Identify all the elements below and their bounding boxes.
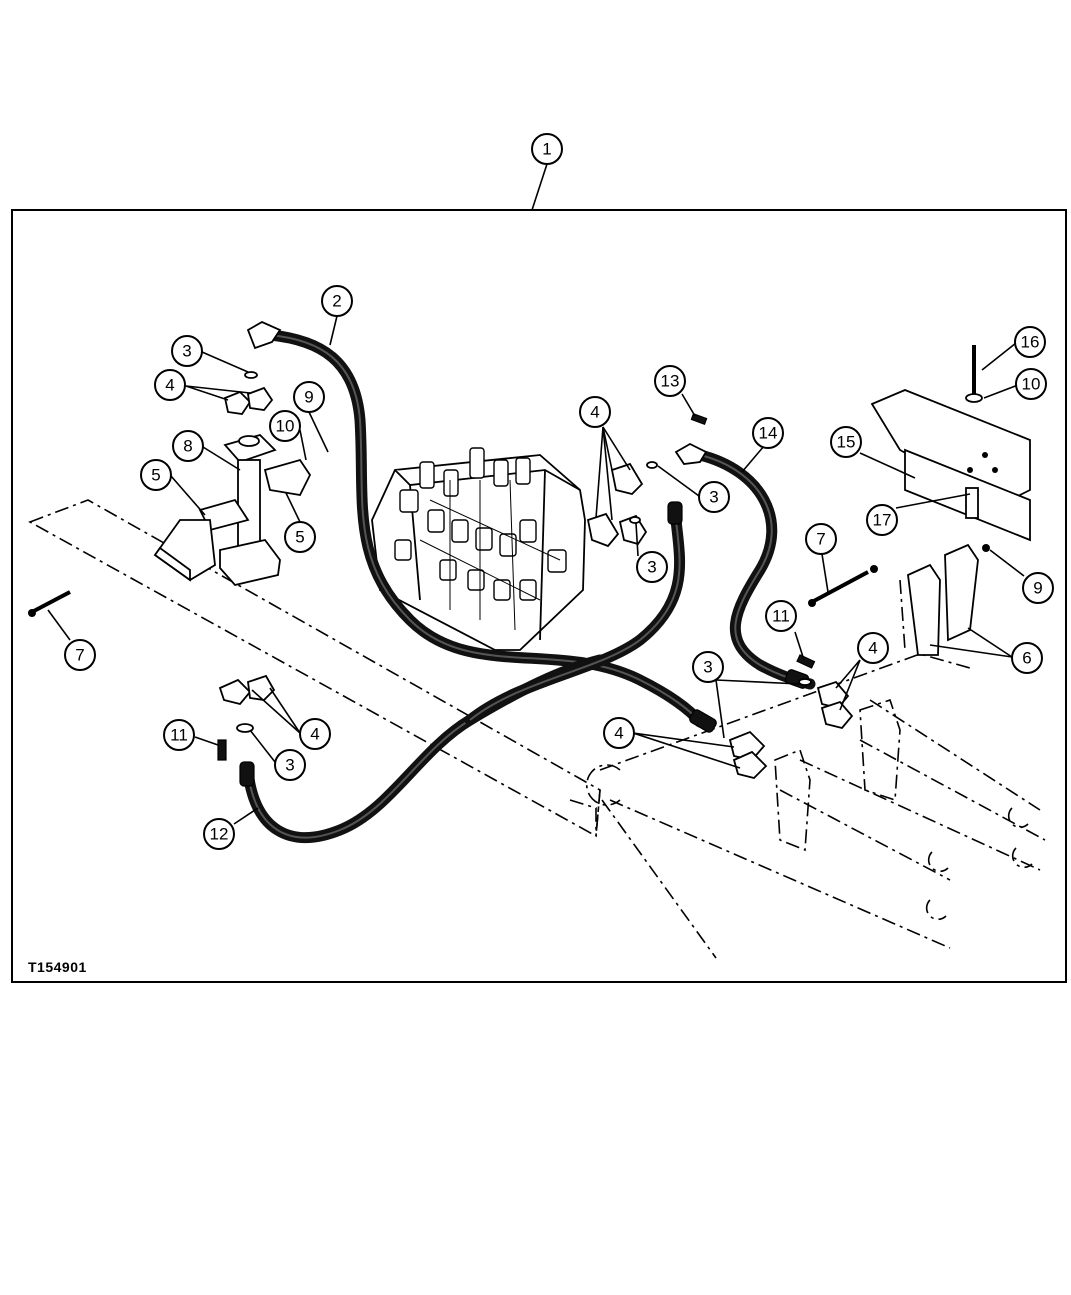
callout-10: 10 bbox=[1015, 368, 1047, 400]
svg-text:5: 5 bbox=[295, 528, 304, 547]
callout-4: 4 bbox=[603, 717, 635, 749]
hose-center bbox=[464, 501, 686, 726]
svg-text:4: 4 bbox=[165, 376, 174, 395]
flange-halves-upper-left bbox=[223, 371, 274, 415]
svg-text:9: 9 bbox=[1033, 579, 1042, 598]
callout-7: 7 bbox=[64, 639, 96, 671]
svg-text:4: 4 bbox=[868, 639, 877, 658]
support-stand bbox=[153, 433, 312, 586]
callout-9: 9 bbox=[1022, 572, 1054, 604]
svg-text:4: 4 bbox=[310, 725, 319, 744]
svg-text:3: 3 bbox=[647, 558, 656, 577]
callout-8: 8 bbox=[172, 430, 204, 462]
callout-3: 3 bbox=[692, 651, 724, 683]
callout-12: 12 bbox=[203, 818, 235, 850]
flange-halves-lower-right bbox=[728, 654, 854, 779]
callout-14: 14 bbox=[752, 417, 784, 449]
control-valve bbox=[371, 447, 586, 651]
svg-text:11: 11 bbox=[170, 726, 188, 745]
svg-text:4: 4 bbox=[614, 724, 623, 743]
guard-plate-15 bbox=[870, 345, 1031, 542]
svg-text:10: 10 bbox=[1022, 375, 1041, 394]
callout-4: 4 bbox=[579, 396, 611, 428]
callout-3: 3 bbox=[171, 335, 203, 367]
callout-3: 3 bbox=[274, 749, 306, 781]
frame-rail-left bbox=[28, 499, 601, 838]
svg-text:11: 11 bbox=[772, 607, 790, 626]
figure-id-label: T154901 bbox=[28, 959, 87, 975]
svg-text:15: 15 bbox=[837, 433, 856, 452]
callout-2: 2 bbox=[321, 285, 353, 317]
svg-text:7: 7 bbox=[75, 646, 84, 665]
callout-16: 16 bbox=[1014, 326, 1046, 358]
flange-halves-center bbox=[586, 413, 708, 548]
clamp-halves-6 bbox=[907, 543, 990, 656]
leader-lines bbox=[47, 163, 1025, 825]
callout-4: 4 bbox=[857, 632, 889, 664]
svg-text:3: 3 bbox=[703, 658, 712, 677]
svg-text:12: 12 bbox=[210, 825, 229, 844]
callout-9: 9 bbox=[293, 381, 325, 413]
svg-text:6: 6 bbox=[1022, 649, 1031, 668]
svg-text:14: 14 bbox=[759, 424, 778, 443]
callout-15: 15 bbox=[830, 426, 862, 458]
rail-brackets bbox=[774, 579, 906, 852]
callout-6: 6 bbox=[1011, 642, 1043, 674]
callout-3: 3 bbox=[636, 551, 668, 583]
flange-halves-lower-left bbox=[217, 674, 276, 761]
callout-4: 4 bbox=[154, 369, 186, 401]
svg-text:4: 4 bbox=[590, 403, 599, 422]
callout-17: 17 bbox=[866, 504, 898, 536]
svg-text:5: 5 bbox=[151, 466, 160, 485]
svg-text:13: 13 bbox=[661, 372, 680, 391]
callout-10: 10 bbox=[269, 410, 301, 442]
callout-4: 4 bbox=[299, 718, 331, 750]
svg-text:1: 1 bbox=[542, 140, 551, 159]
frame-rail-right bbox=[586, 653, 1046, 959]
callout-13: 13 bbox=[654, 365, 686, 397]
svg-text:9: 9 bbox=[304, 388, 313, 407]
callout-1: 1 bbox=[531, 133, 563, 165]
callout-5: 5 bbox=[140, 459, 172, 491]
svg-text:3: 3 bbox=[285, 756, 294, 775]
svg-text:7: 7 bbox=[816, 530, 825, 549]
svg-text:3: 3 bbox=[182, 342, 191, 361]
callout-5: 5 bbox=[284, 521, 316, 553]
callout-11: 11 bbox=[765, 600, 797, 632]
callout-7: 7 bbox=[805, 523, 837, 555]
diagram-frame bbox=[11, 209, 1067, 983]
svg-text:10: 10 bbox=[276, 417, 295, 436]
cap-screws-7 bbox=[28, 565, 878, 617]
svg-text:8: 8 bbox=[183, 437, 192, 456]
svg-text:16: 16 bbox=[1021, 333, 1040, 352]
hose-14 bbox=[674, 442, 816, 690]
hose-2 bbox=[246, 320, 717, 733]
svg-text:3: 3 bbox=[709, 488, 718, 507]
svg-text:2: 2 bbox=[332, 292, 341, 311]
callout-11: 11 bbox=[163, 719, 195, 751]
svg-text:17: 17 bbox=[873, 511, 892, 530]
callout-3: 3 bbox=[698, 481, 730, 513]
